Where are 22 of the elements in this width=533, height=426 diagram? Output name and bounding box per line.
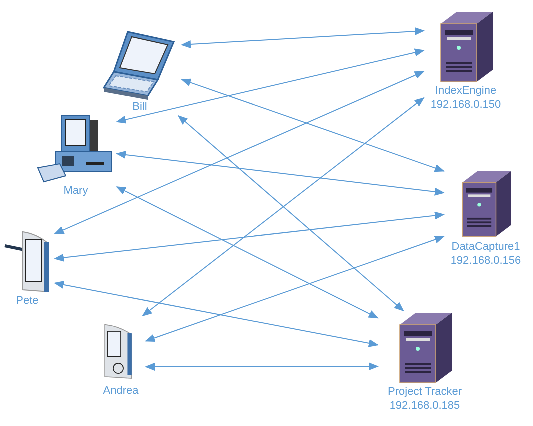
device-name: Bill — [132, 100, 148, 114]
device-name: Pete — [16, 294, 39, 308]
ip-address: 192.168.0.150 — [430, 98, 502, 112]
device-name: IndexEngine — [435, 84, 497, 98]
device-name: DataCapture1 — [452, 240, 520, 254]
arrow — [116, 186, 379, 319]
device-name: Project Tracker — [388, 385, 462, 399]
ip-address: 192.168.0.185 — [390, 399, 460, 413]
arrow — [181, 78, 445, 172]
device-name: Mary — [64, 184, 88, 198]
arrow — [54, 212, 445, 262]
arrow — [54, 281, 379, 348]
device-name: Andrea — [103, 384, 139, 398]
arrow — [54, 71, 425, 234]
arrow — [145, 236, 445, 342]
arrow — [116, 48, 425, 124]
arrow — [116, 151, 445, 196]
arrow — [142, 97, 425, 317]
arrow — [145, 362, 379, 371]
ip-address: 192.168.0.156 — [450, 254, 522, 268]
arrow — [181, 27, 425, 49]
arrow — [178, 115, 404, 312]
